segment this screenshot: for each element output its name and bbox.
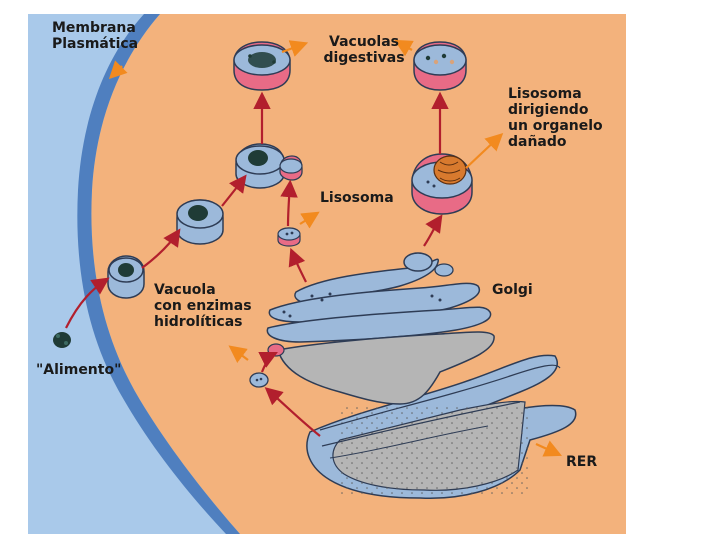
golgi-apparatus	[266, 252, 495, 405]
rer	[306, 354, 577, 499]
vesicle-endosome-2	[176, 199, 224, 245]
plasma-membrane-outer	[28, 14, 240, 534]
pathway-arrows	[65, 91, 449, 437]
label-rer: RER	[566, 454, 598, 470]
label-arrows	[108, 39, 563, 457]
label-vacuolas-digestivas: Vacuolas digestivas	[323, 34, 405, 66]
lysosome-organelle	[411, 153, 473, 215]
vesicle-endosome-1	[107, 255, 145, 299]
vesicle-fusing	[235, 143, 303, 189]
label-lisosoma-dirigiendo: Lisosoma dirigiendo un organelo dañado	[508, 86, 603, 150]
label-membrana-plasmatica: Membrana Plasmática	[52, 20, 139, 52]
food-particle	[53, 332, 71, 348]
label-vacuola-enzimas: Vacuola con enzimas hidrolíticas	[154, 282, 252, 330]
hydrolytic-vacuole	[249, 372, 269, 388]
digestive-vacuole-left	[233, 41, 291, 91]
digestive-vacuole-right	[413, 41, 467, 91]
plasma-membrane-band	[77, 14, 240, 534]
label-alimento: "Alimento"	[36, 362, 122, 378]
label-lisosoma: Lisosoma	[320, 190, 394, 206]
label-golgi: Golgi	[492, 282, 533, 298]
small-lysosome	[277, 227, 301, 247]
